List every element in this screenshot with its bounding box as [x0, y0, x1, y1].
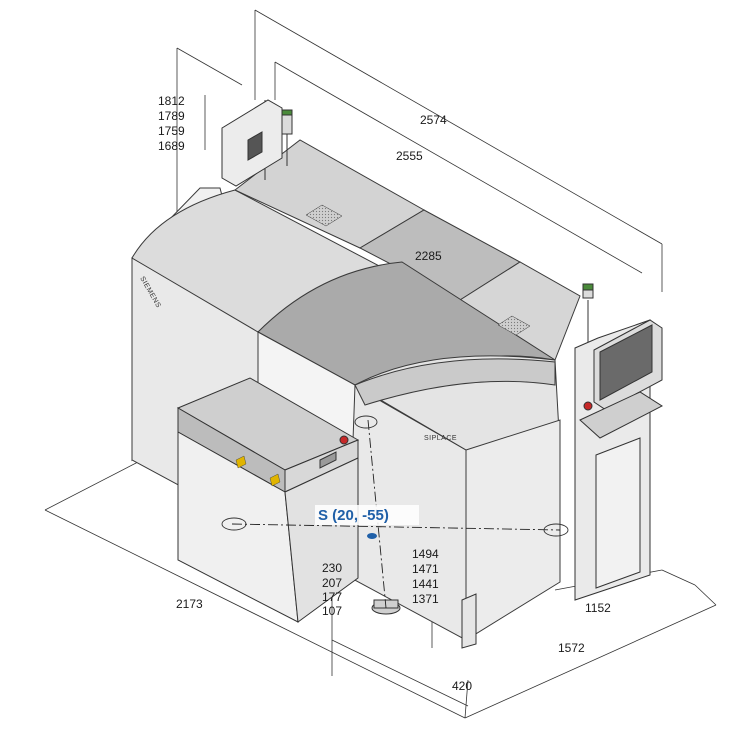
dim-hood-length: 2285 [415, 249, 442, 263]
dim-height-transport-4: 1371 [412, 592, 439, 606]
dim-width-1: 1152 [585, 601, 611, 615]
dim-offset: 420 [452, 679, 472, 693]
left-monitor [221, 99, 293, 187]
reference-point-label: S (20, -55) [318, 507, 389, 524]
dim-height-top-1: 1812 [158, 94, 185, 108]
vent-right [497, 315, 531, 336]
dim-height-top-4: 1689 [158, 139, 185, 153]
dim-height-base-2: 207 [322, 576, 342, 590]
axis-marker-left [221, 517, 247, 531]
dim-height-top-2: 1789 [158, 109, 185, 123]
dim-height-transport-3: 1441 [412, 577, 439, 591]
stop-button [339, 435, 349, 445]
right-control-station [574, 283, 664, 601]
feeder-cart [176, 377, 360, 623]
dim-height-base-3: 177 [322, 590, 342, 604]
vent-left [305, 204, 343, 227]
brand-model: SIPLACE [424, 435, 457, 442]
right-hood-top [354, 358, 556, 406]
feeder-area [465, 419, 561, 641]
dimension-labels: 2574 2555 2285 2173 1152 1572 420 1812 1… [158, 94, 611, 693]
dim-depth: 2173 [176, 597, 203, 611]
dimension-lines [44, 9, 717, 719]
dim-height-transport-1: 1494 [412, 547, 439, 561]
dim-overall-length: 2574 [420, 113, 447, 127]
axis-marker-right [543, 523, 569, 537]
dim-height-base-1: 230 [322, 561, 342, 575]
dim-width-2: 1572 [558, 641, 585, 655]
axis-marker-top [354, 415, 378, 429]
dim-height-top-3: 1759 [158, 124, 185, 138]
dim-height-transport-2: 1471 [412, 562, 439, 576]
dim-frame-length: 2555 [396, 149, 423, 163]
dim-height-base-4: 107 [322, 604, 342, 618]
reference-point-marker [367, 533, 377, 539]
